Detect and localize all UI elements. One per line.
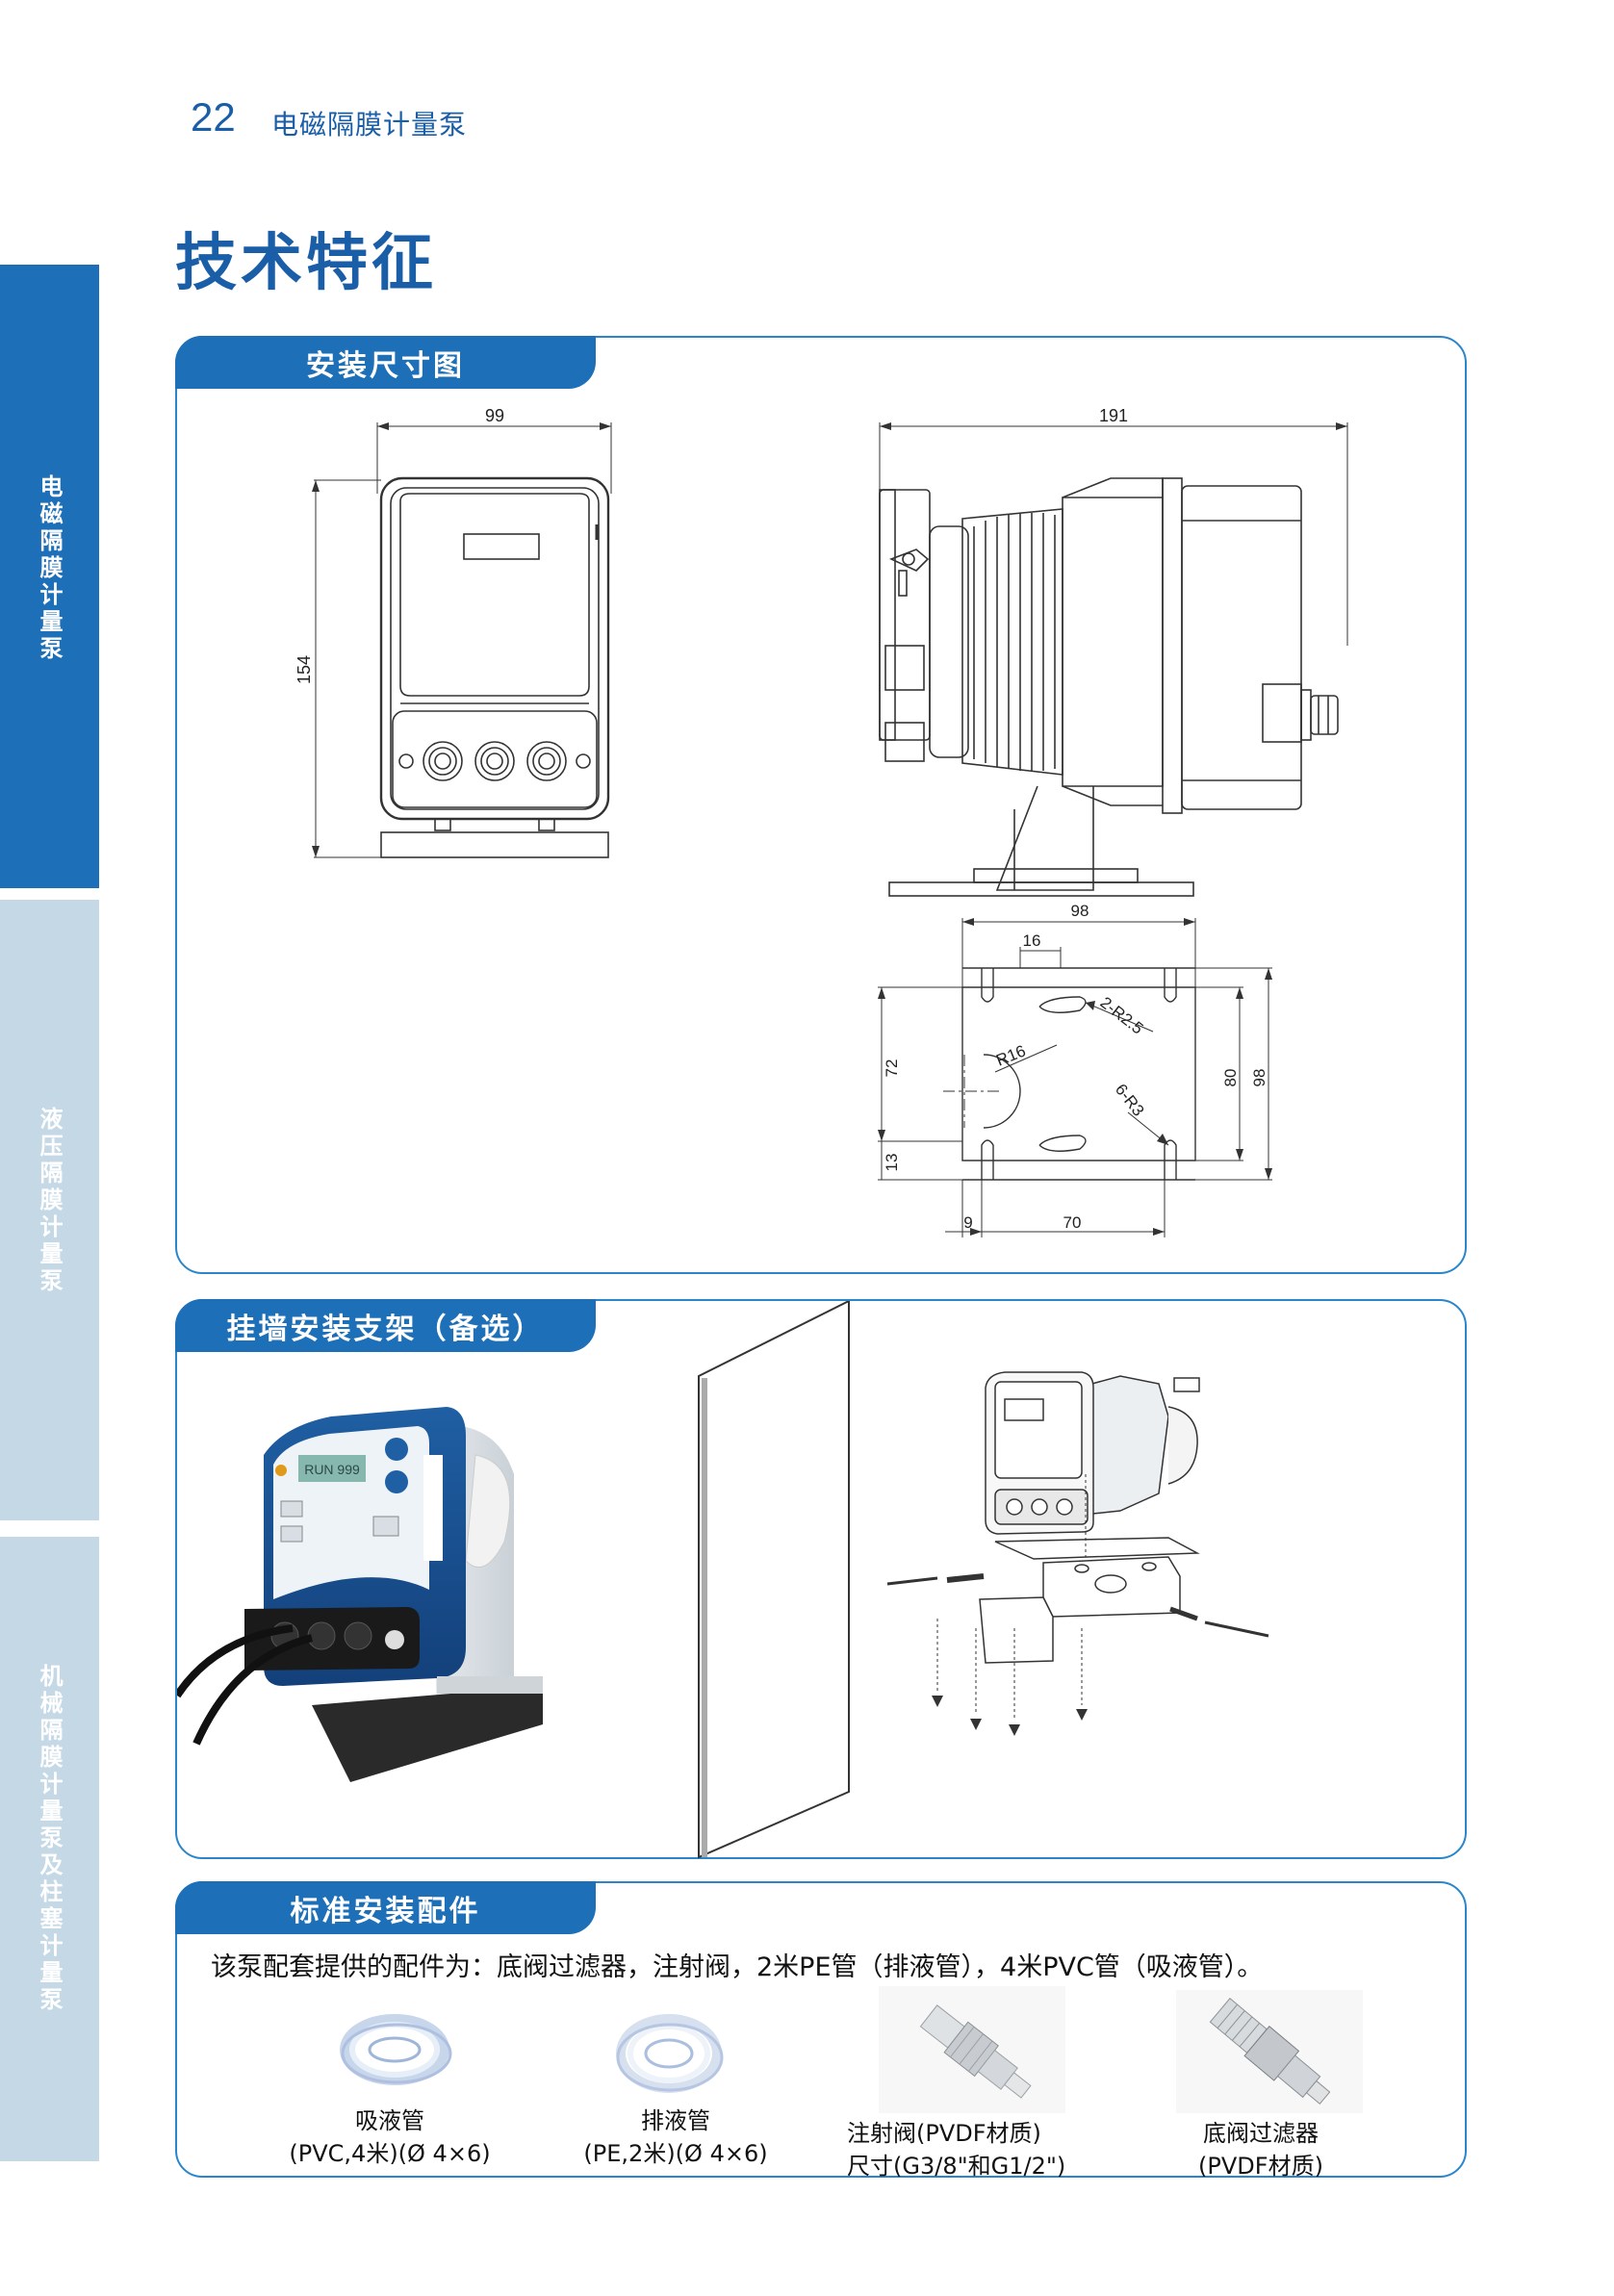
front-height-label: 154 <box>295 655 314 684</box>
accessory-name: 注射阀(PVDF材质) <box>847 2120 1041 2147</box>
pe-tube-icon <box>616 2014 724 2093</box>
page-section: 电磁隔膜计量泵 <box>271 109 468 140</box>
bracket-dim-9: 9 <box>963 1213 972 1232</box>
page-number: 22 <box>191 94 236 140</box>
accessory-item: 排液管 (PE,2米)(Ø 4×6) <box>560 2105 791 2170</box>
bracket-dimension-drawing: 98 16 2-R2.5 R16 72 80 98 6-R3 13 9 70 <box>878 902 1272 1237</box>
panel-title: 安装尺寸图 <box>175 336 596 389</box>
bracket-dim-70: 70 <box>1063 1213 1082 1232</box>
bracket-dim-13: 13 <box>883 1154 901 1172</box>
accessory-item: 底阀过滤器 (PVDF材质) <box>1145 2117 1376 2182</box>
panel-title: 挂墙安装支架（备选） <box>175 1299 596 1352</box>
side-tab-mechanical[interactable]: 机械隔膜计量泵及柱塞计量泵 <box>0 1537 99 2161</box>
bracket-dim-72: 72 <box>883 1059 901 1078</box>
side-tab-label: 机械隔膜计量泵及柱塞计量泵 <box>36 1664 63 2014</box>
accessory-item: 注射阀(PVDF材质) 尺寸(G3/8"和G1/2") <box>847 2117 1097 2182</box>
bracket-dim-98: 98 <box>1250 1069 1268 1087</box>
panel-title: 标准安装配件 <box>175 1881 596 1934</box>
bracket-dim-slot: 2-R2.5 <box>1097 993 1147 1037</box>
accessory-name: 排液管 <box>641 2107 710 2134</box>
pump-photo: RUN 999 <box>177 1407 543 1782</box>
bracket-dim-width: 98 <box>1071 902 1089 920</box>
accessory-item: 吸液管 (PVC,4米)(Ø 4×6) <box>274 2105 505 2170</box>
side-view-drawing: 191 <box>879 406 1348 897</box>
bracket-dim-80: 80 <box>1221 1069 1240 1087</box>
accessories-description: 该泵配套提供的配件为：底阀过滤器，注射阀，2米PE管（排液管），4米PVC管（吸… <box>211 1952 1264 1982</box>
side-depth-label: 191 <box>1099 406 1128 425</box>
accessory-spec: (PVDF材质) <box>1198 2153 1323 2180</box>
foot-valve-filter-icon <box>1176 1990 1363 2113</box>
bracket-assembly-drawing <box>886 1371 1269 1736</box>
side-tab-label: 电磁隔膜计量泵 <box>36 474 63 663</box>
accessory-spec: 尺寸(G3/8"和G1/2") <box>847 2153 1066 2180</box>
pump-display-readout: RUN 999 <box>304 1462 360 1477</box>
accessory-spec: (PVC,4米)(Ø 4×6) <box>289 2140 491 2167</box>
bracket-dim-offset: 16 <box>1023 931 1041 950</box>
side-tab-hydraulic[interactable]: 液压隔膜计量泵 <box>0 900 99 1520</box>
injection-valve-icon <box>879 1986 1065 2113</box>
accessory-name: 底阀过滤器 <box>1203 2120 1319 2147</box>
front-width-label: 99 <box>485 406 504 425</box>
side-tab-electromagnetic[interactable]: 电磁隔膜计量泵 <box>0 265 99 888</box>
accessory-name: 吸液管 <box>355 2107 424 2134</box>
pvc-tube-icon <box>340 2014 452 2085</box>
panel-wall-bracket: 挂墙安装支架（备选） RUN 999 <box>175 1299 1467 1859</box>
front-view-drawing: 99 154 <box>295 406 612 858</box>
page-title: 技术特征 <box>175 228 437 299</box>
panel-install-dimensions: 安装尺寸图 <box>175 336 1467 1274</box>
wall-plate-drawing <box>698 1301 850 1859</box>
side-tab-label: 液压隔膜计量泵 <box>36 1107 63 1295</box>
accessory-spec: (PE,2米)(Ø 4×6) <box>583 2140 768 2167</box>
bracket-dim-holes: 6-R3 <box>1112 1081 1148 1120</box>
